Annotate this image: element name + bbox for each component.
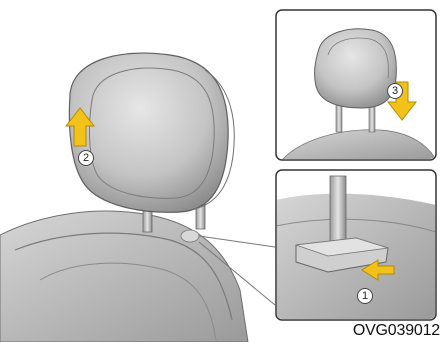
headrest-main — [69, 53, 228, 212]
figure-code: OVG039012 — [353, 322, 440, 340]
inset-top — [276, 10, 436, 160]
step-marker-2: 2 — [78, 150, 94, 166]
step-marker-3: 3 — [387, 83, 403, 99]
release-button — [181, 230, 199, 242]
inset-bottom — [276, 170, 436, 320]
step-marker-1: 1 — [357, 288, 373, 304]
seat-back — [0, 211, 248, 342]
